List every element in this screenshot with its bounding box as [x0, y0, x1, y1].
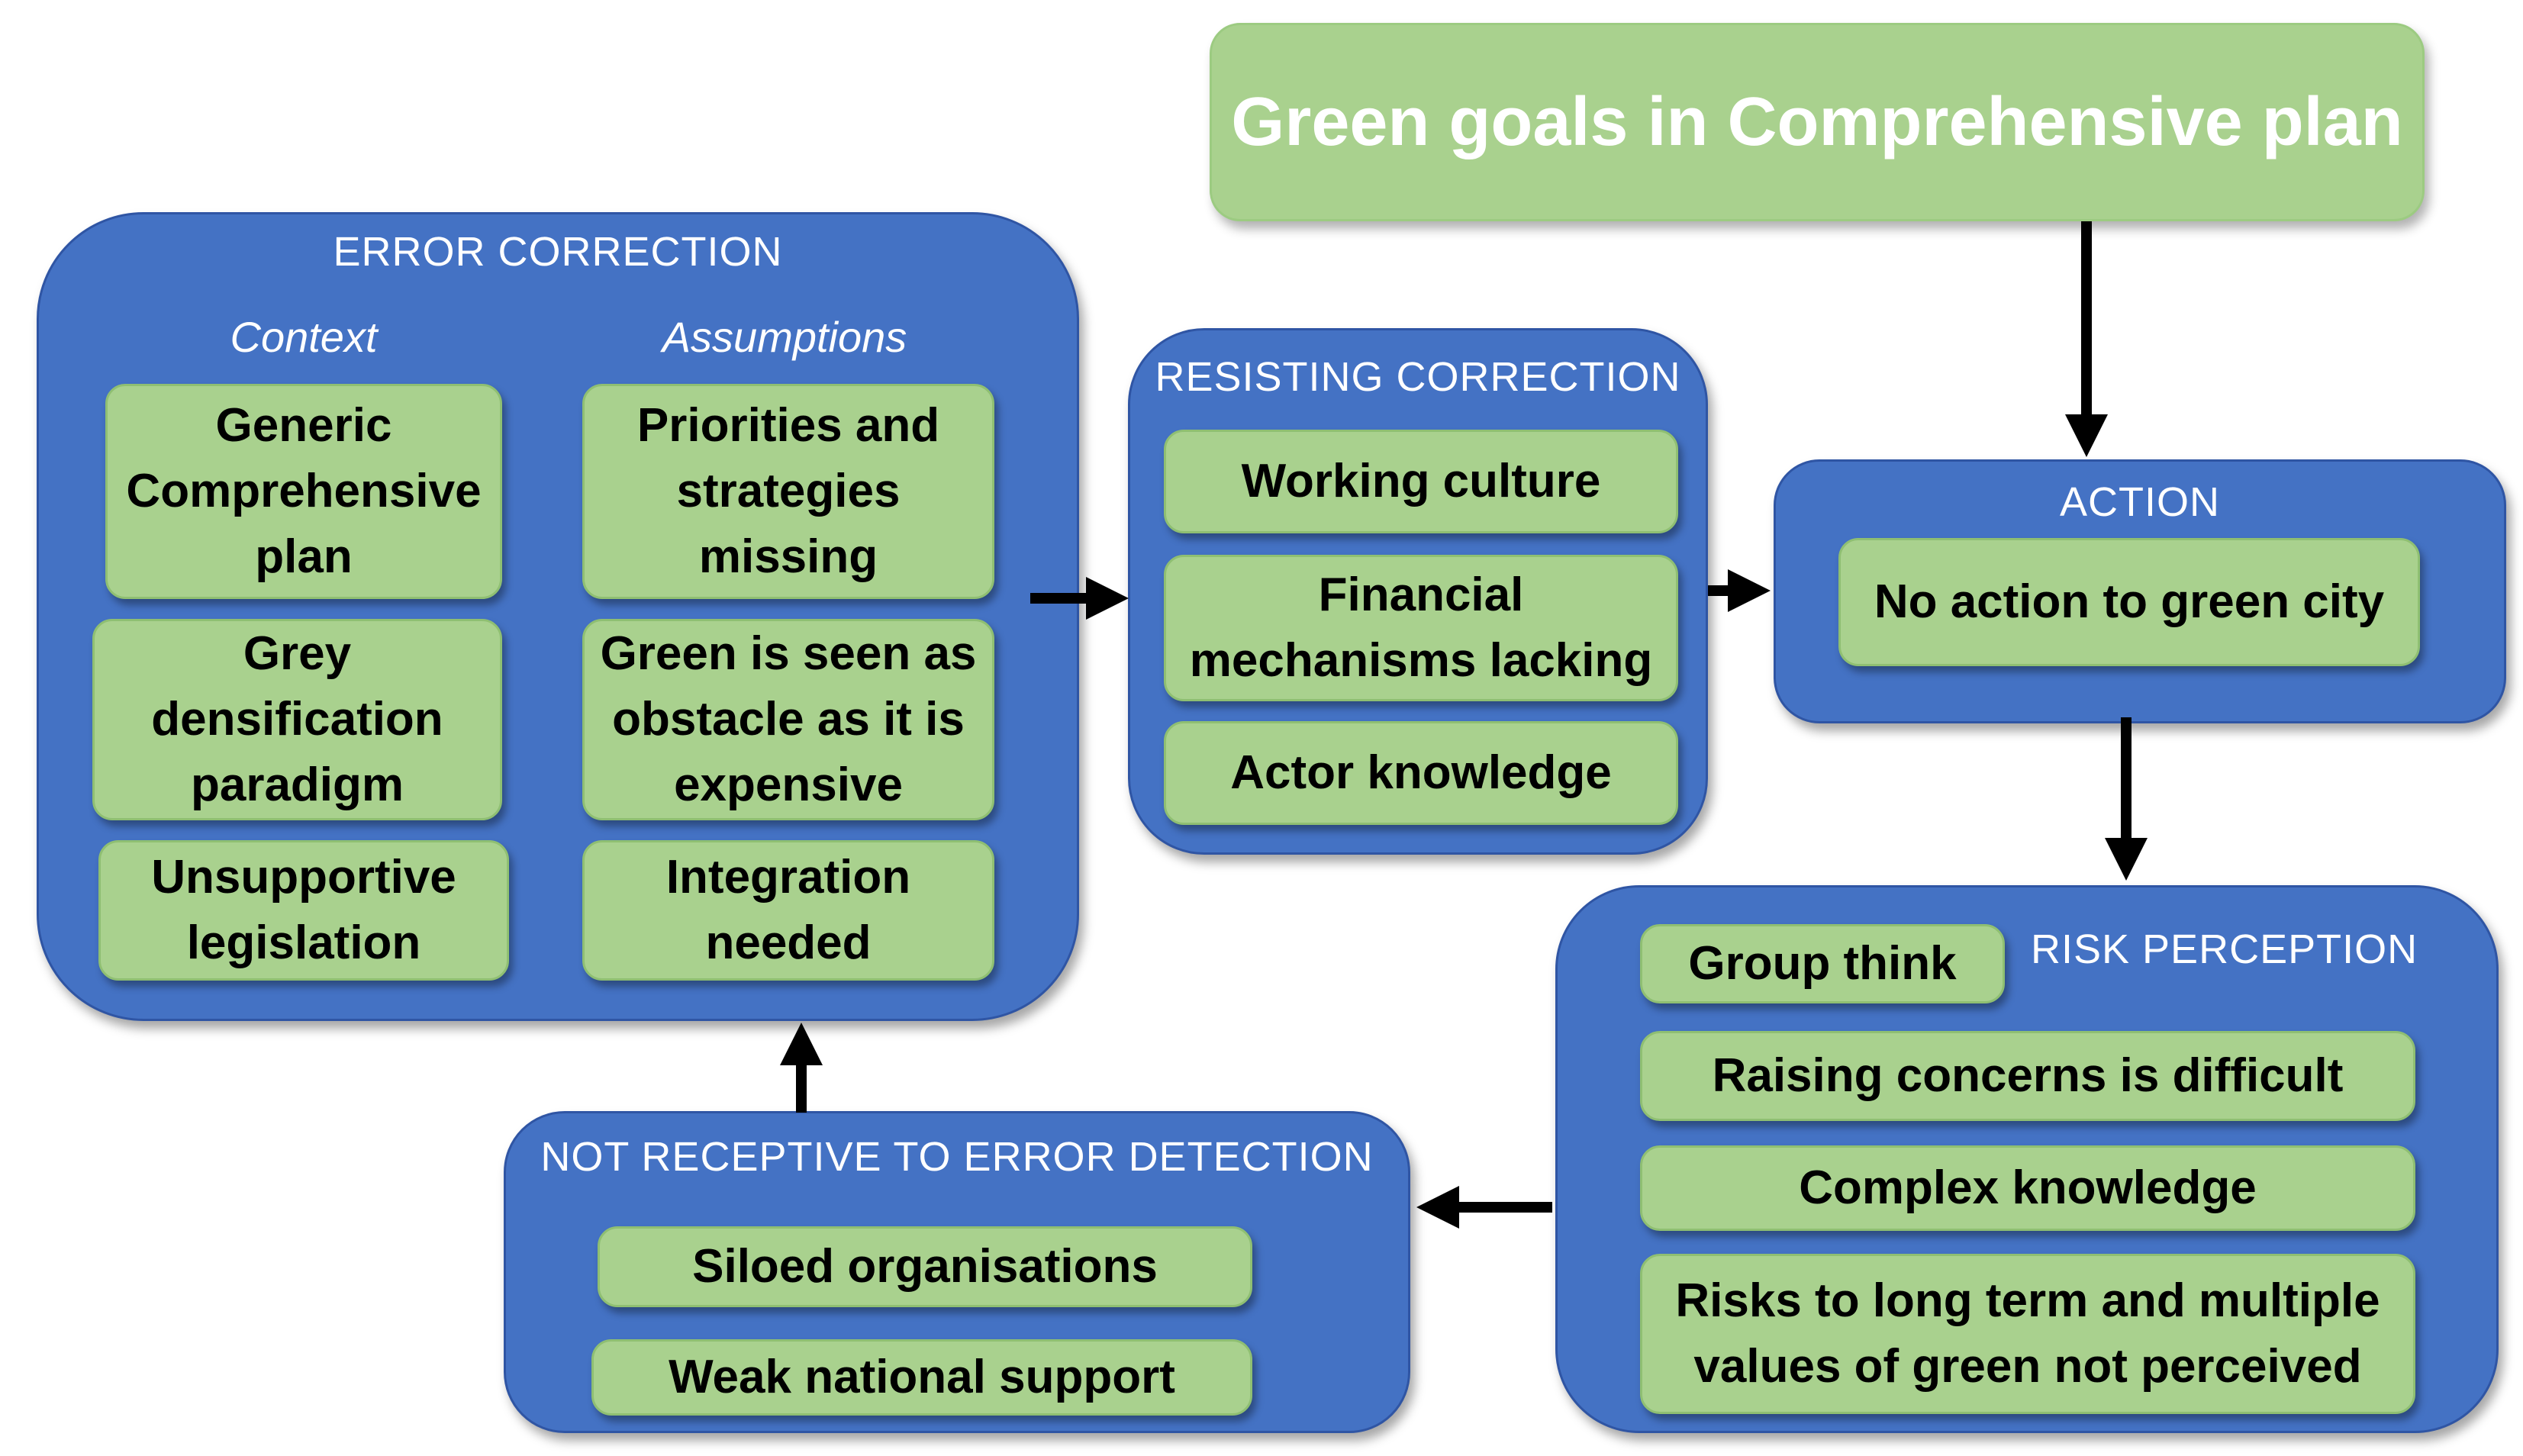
risk-item-long-term-risks: Risks to long term and multiple values o… — [1640, 1254, 2415, 1414]
not-receptive-item-weak-support: Weak national support — [591, 1339, 1252, 1416]
risk-item-complex-knowledge: Complex knowledge — [1640, 1145, 2415, 1231]
risk-item-group-think: Group think — [1640, 924, 2005, 1003]
error-correction-title: ERROR CORRECTION — [333, 229, 783, 275]
context-item-grey-densification: Grey densification paradigm — [92, 619, 502, 820]
context-item-generic-plan: Generic Comprehensive plan — [105, 384, 502, 599]
assumption-item-integration: Integration needed — [582, 840, 994, 981]
risk-perception-panel: RISK PERCEPTION Group think Raising conc… — [1555, 885, 2499, 1433]
risk-perception-title: RISK PERCEPTION — [2031, 926, 2418, 972]
resisting-correction-panel: RESISTING CORRECTION Working culture Fin… — [1128, 328, 1708, 855]
context-item-unsupportive-legislation: Unsupportive legislation — [98, 840, 509, 981]
green-goals-label: Green goals in Comprehensive plan — [1231, 83, 2403, 160]
not-receptive-item-siloed: Siloed organisations — [598, 1226, 1252, 1307]
assumption-item-green-obstacle: Green is seen as obstacle as it is expen… — [582, 619, 994, 820]
action-title: ACTION — [2059, 479, 2220, 525]
action-panel: ACTION No action to green city — [1774, 459, 2506, 723]
error-correction-panel: ERROR CORRECTION Context Assumptions Gen… — [37, 212, 1079, 1021]
assumption-item-priorities: Priorities and strategies missing — [582, 384, 994, 599]
resisting-item-actor-knowledge: Actor knowledge — [1164, 721, 1678, 825]
resisting-correction-title: RESISTING CORRECTION — [1155, 354, 1681, 400]
assumptions-heading: Assumptions — [662, 313, 907, 361]
not-receptive-title: NOT RECEPTIVE TO ERROR DETECTION — [540, 1134, 1374, 1180]
risk-item-raising-concerns: Raising concerns is difficult — [1640, 1031, 2415, 1121]
resisting-item-working-culture: Working culture — [1164, 430, 1678, 533]
context-heading: Context — [230, 313, 378, 361]
not-receptive-panel: NOT RECEPTIVE TO ERROR DETECTION Siloed … — [504, 1111, 1410, 1433]
action-item-no-action: No action to green city — [1838, 538, 2420, 666]
green-goals-box: Green goals in Comprehensive plan — [1210, 23, 2425, 221]
resisting-item-financial: Financial mechanisms lacking — [1164, 555, 1678, 701]
